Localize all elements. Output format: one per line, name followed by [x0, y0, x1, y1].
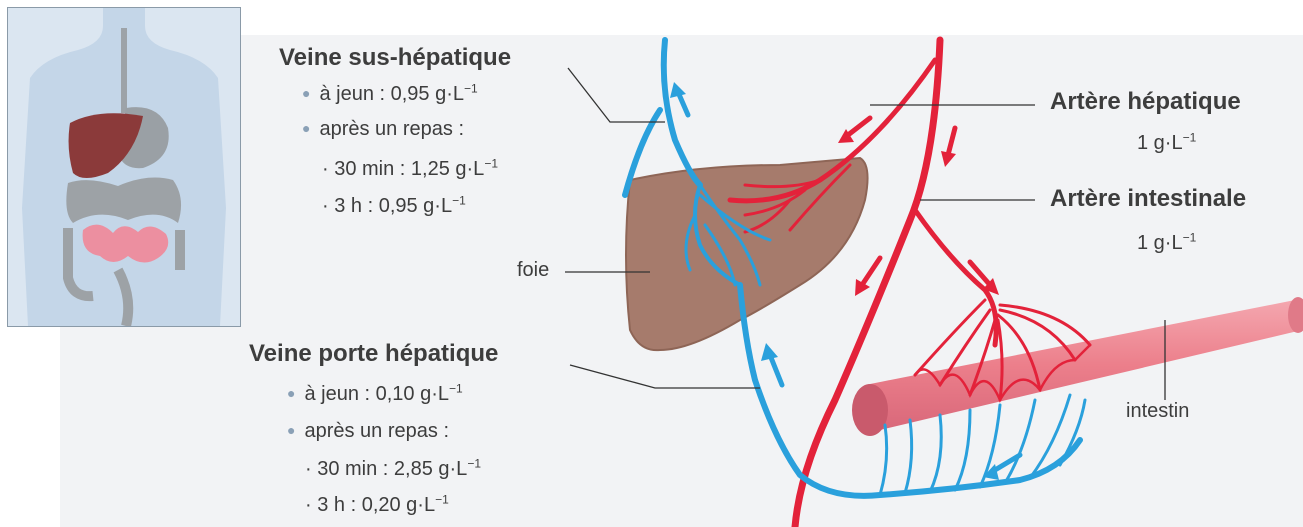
intestin-label: intestin — [1126, 400, 1189, 423]
foie-label: foie — [517, 259, 549, 282]
arrow-artery-1 — [848, 118, 870, 135]
artere-intestinale-value: 1 g·L−1 — [1137, 232, 1196, 255]
arrow-vein-up-2-head — [761, 343, 778, 361]
arrow-artery-2 — [948, 128, 955, 155]
arrow-artery-3 — [862, 258, 880, 285]
veine-sus-hepatique-apres-repas: après un repas : — [302, 118, 464, 141]
arrow-vein-up-2 — [770, 355, 782, 385]
veine-porte-title: Veine porte hépatique — [249, 340, 498, 368]
veine-sus-hepatique-3h: · 3 h : 0,95 g·L−1 — [322, 195, 466, 218]
artere-intestinale-title: Artère intestinale — [1050, 185, 1246, 213]
intestine — [852, 297, 1303, 436]
veine-porte-a-jeun: à jeun : 0,10 g·L−1 — [287, 383, 463, 406]
arrow-artery-2-head — [941, 151, 956, 167]
artere-hepatique-title: Artère hépatique — [1050, 88, 1241, 116]
veine-sus-hepatique-title: Veine sus-hépatique — [279, 44, 511, 72]
arrow-vein-up-1-head — [670, 82, 686, 98]
veine-sus-hepatique-a-jeun: à jeun : 0,95 g·L−1 — [302, 83, 478, 106]
veine-porte-3h: · 3 h : 0,20 g·L−1 — [305, 494, 449, 517]
veine-porte-apres-repas: après un repas : — [287, 420, 449, 443]
artere-hepatique-value: 1 g·L−1 — [1137, 132, 1196, 155]
veine-porte-30min: · 30 min : 2,85 g·L−1 — [305, 458, 481, 481]
veine-sus-hepatique-30min: · 30 min : 1,25 g·L−1 — [322, 158, 498, 181]
